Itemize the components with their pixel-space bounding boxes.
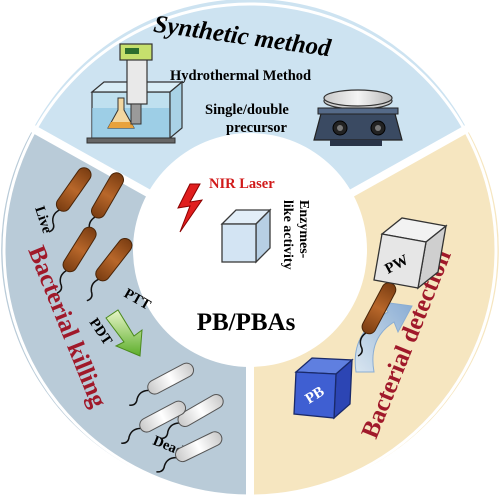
live-bacterium-1 xyxy=(48,167,92,233)
hot-plate-icon xyxy=(313,89,403,146)
live-bacterium-4 xyxy=(86,237,133,302)
nir-laser-label: NIR Laser xyxy=(209,176,275,192)
laser-bolt-icon xyxy=(177,183,204,233)
live-bacteria-group xyxy=(48,167,133,302)
dead-bacterium-1 xyxy=(129,362,195,406)
kill-arrow-icon xyxy=(105,309,143,357)
detection-arrow-icon xyxy=(354,301,413,373)
pb-blue-cube-icon xyxy=(293,357,354,420)
activity-label-line2: like activity xyxy=(280,200,295,270)
pb-cube-icon xyxy=(220,208,272,264)
dead-bacterium-2 xyxy=(160,394,224,440)
activity-label-line1: Enzymes- xyxy=(296,200,311,259)
center-title: PB/PBAs xyxy=(197,309,296,336)
precursor-label-line1: Single/double xyxy=(205,102,289,118)
water-bath-icon xyxy=(86,43,184,144)
detection-bacterium xyxy=(357,282,397,357)
live-bacterium-3 xyxy=(56,226,97,294)
dead-bacterium-3 xyxy=(121,400,187,444)
hydrothermal-label: Hydrothermal Method xyxy=(170,68,311,84)
dead-bacterium-4 xyxy=(156,431,223,473)
precursor-label-line2: precursor xyxy=(226,120,288,136)
dead-bacteria-group xyxy=(121,362,224,473)
pw-cube-icon xyxy=(373,217,448,290)
